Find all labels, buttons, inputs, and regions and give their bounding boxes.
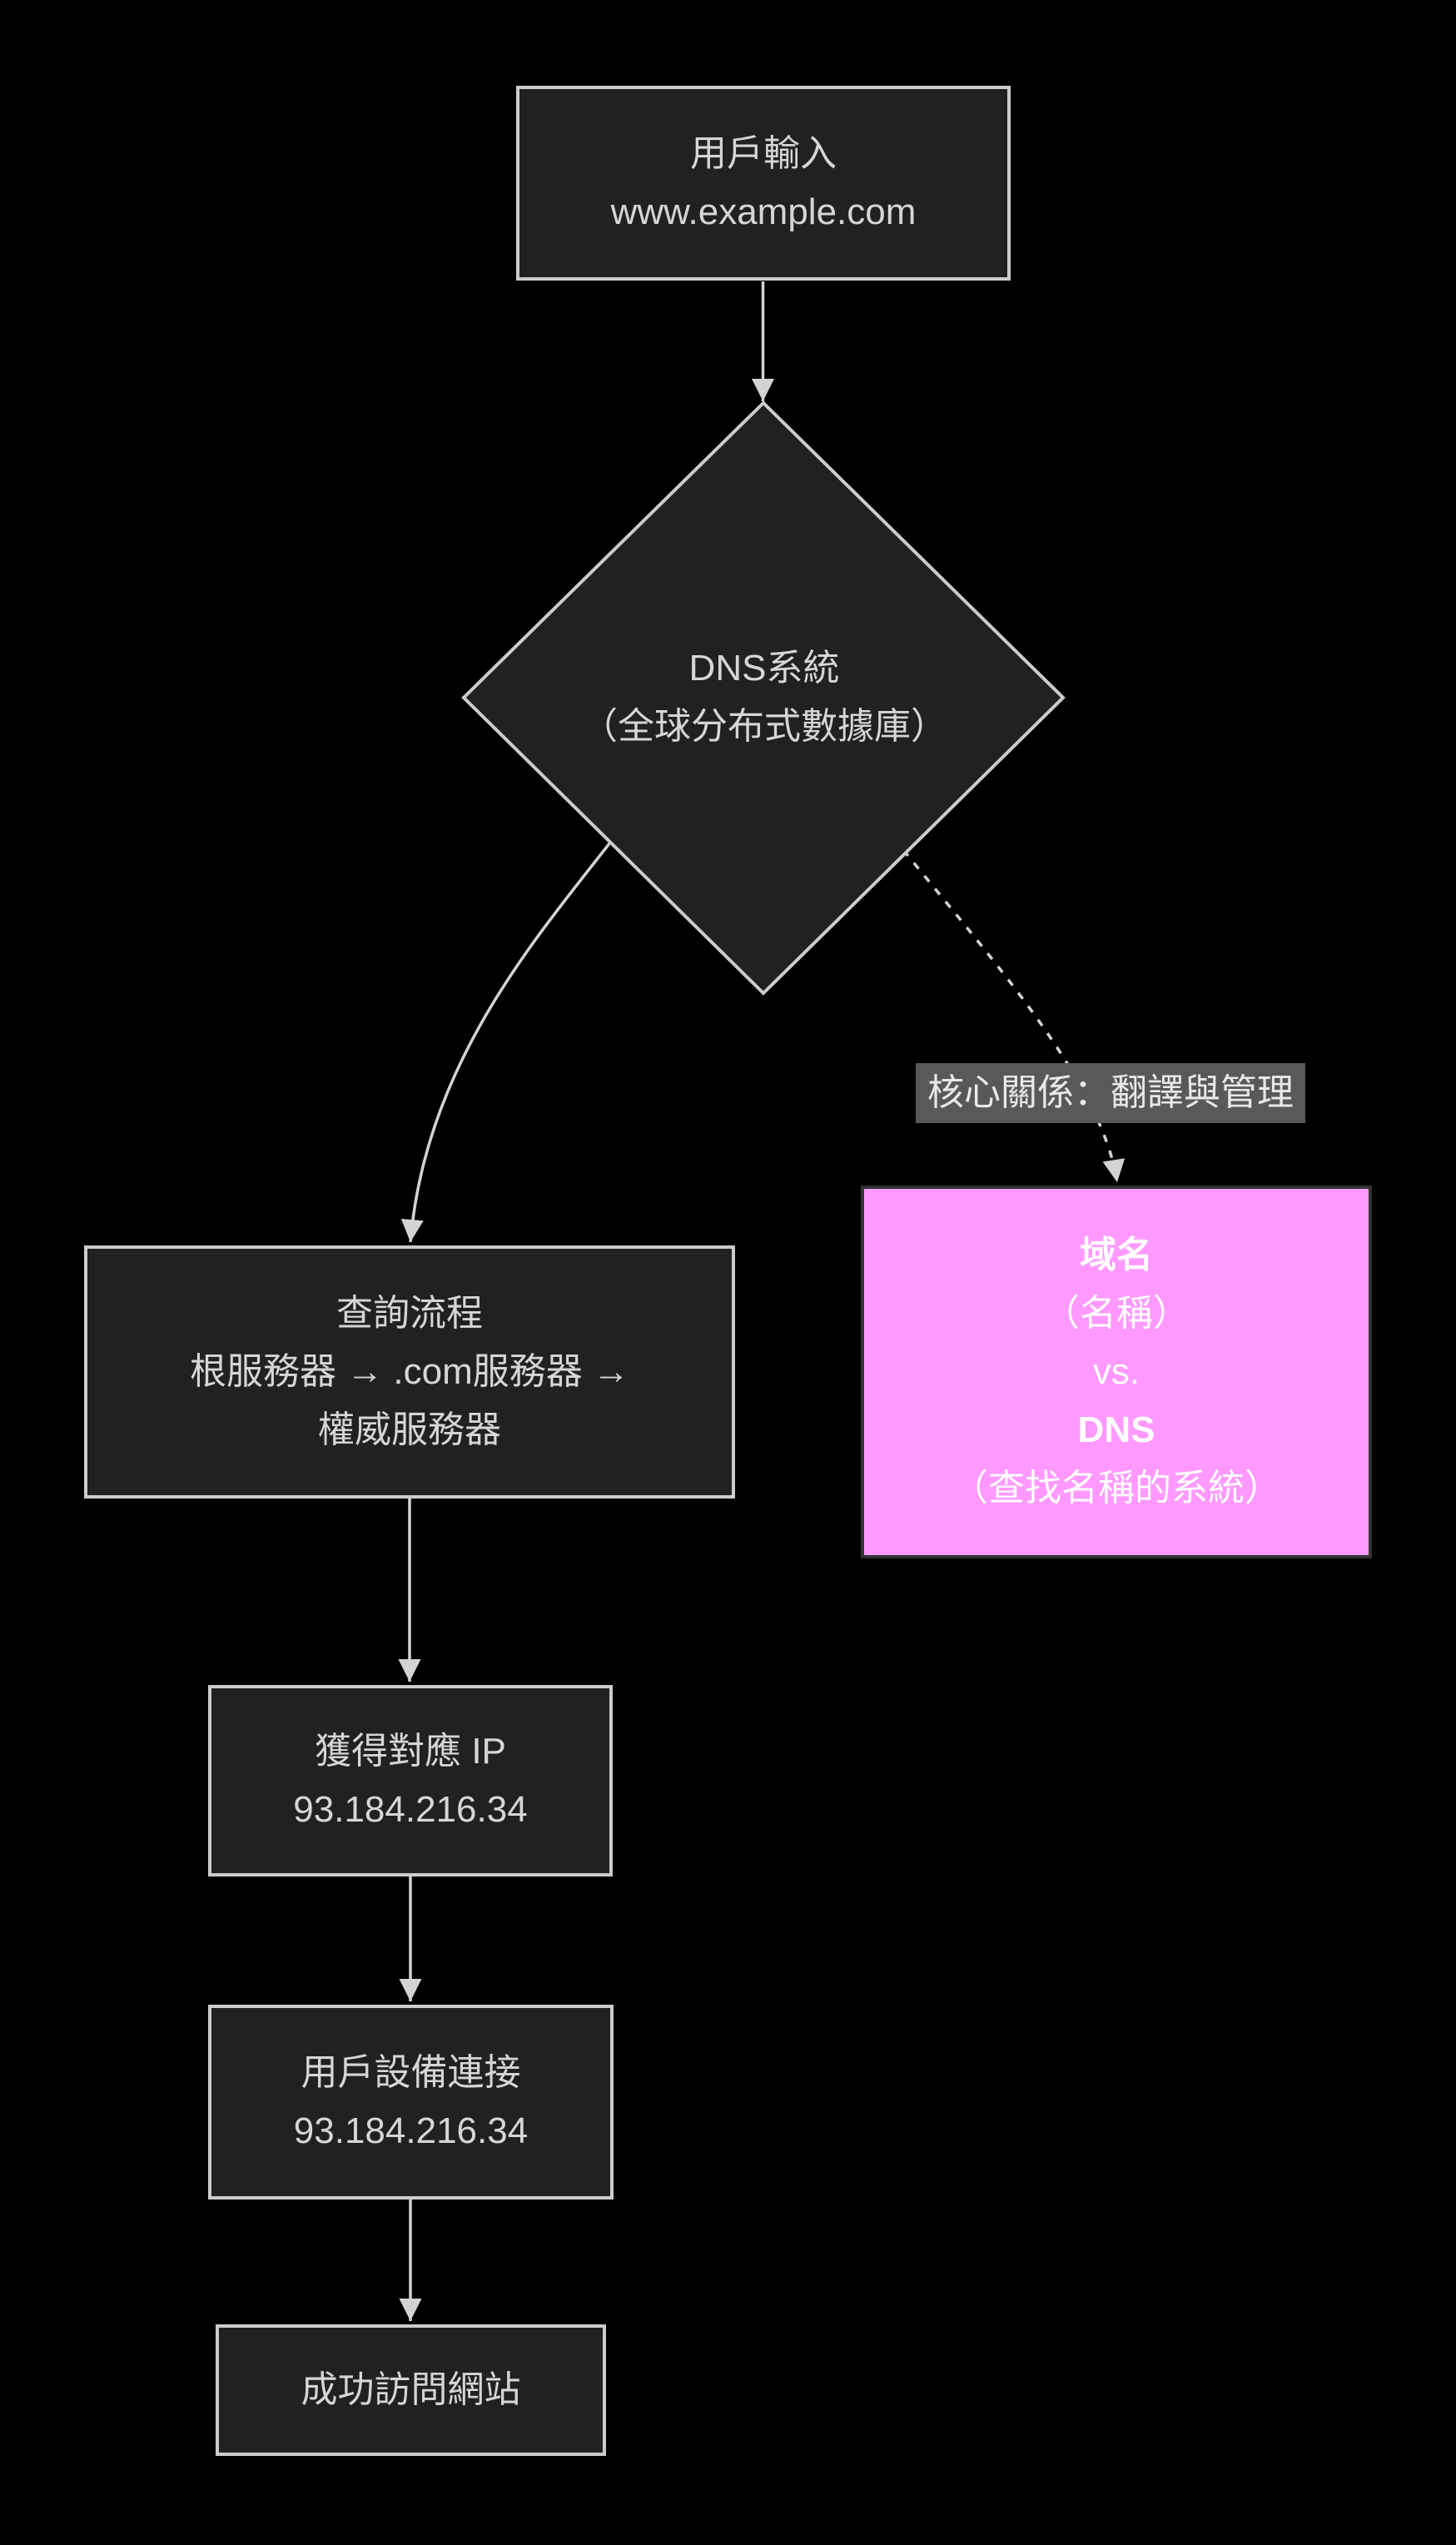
node-domain-vs-dns-line2: （名稱）: [1043, 1293, 1190, 1334]
node-dns-system-line1: DNS系統: [688, 648, 840, 688]
node-device-connect-line1: 用戶設備連接: [301, 2052, 521, 2093]
node-domain-vs-dns-line1: 域名: [1080, 1235, 1153, 1275]
edge-label-core-relation: 核心關係：翻譯與管理: [916, 1063, 1305, 1123]
node-device-connect: 用戶設備連接 93.184.216.34: [208, 2005, 614, 2200]
node-success: 成功訪問網站: [216, 2324, 606, 2456]
node-domain-vs-dns-line5: （查找名稱的系統）: [952, 1468, 1281, 1509]
node-query-process-line1: 查詢流程: [336, 1293, 483, 1334]
node-user-input-line1: 用戶輸入: [690, 133, 837, 174]
node-device-connect-line2: 93.184.216.34: [293, 2110, 529, 2151]
node-query-process-line2: 根服務器 → .com服務器 →: [189, 1351, 630, 1392]
node-ip-result: 獲得對應 IP 93.184.216.34: [208, 1685, 613, 1876]
node-success-line1: 成功訪問網站: [301, 2369, 521, 2410]
node-query-process-line3: 權威服務器: [318, 1409, 501, 1450]
node-domain-vs-dns-line3: vs.: [1092, 1351, 1140, 1392]
node-query-process: 查詢流程 根服務器 → .com服務器 → 權威服務器: [84, 1245, 735, 1499]
node-user-input-line2: www.example.com: [610, 191, 917, 232]
node-domain-vs-dns: 域名 （名稱） vs. DNS （查找名稱的系統）: [861, 1186, 1372, 1558]
node-ip-result-line2: 93.184.216.34: [293, 1789, 528, 1830]
node-dns-system-line2: （全球分布式數據庫）: [581, 706, 947, 747]
node-dns-system-diamond: [461, 400, 1066, 996]
edge-dns-to-comparison: [881, 823, 1126, 1183]
node-domain-vs-dns-line4: DNS: [1077, 1409, 1155, 1450]
node-user-input: 用戶輸入 www.example.com: [516, 86, 1011, 281]
node-dns-system-label: DNS系統 （全球分布式數據庫）: [467, 639, 1061, 756]
node-ip-result-line1: 獲得對應 IP: [315, 1731, 506, 1772]
